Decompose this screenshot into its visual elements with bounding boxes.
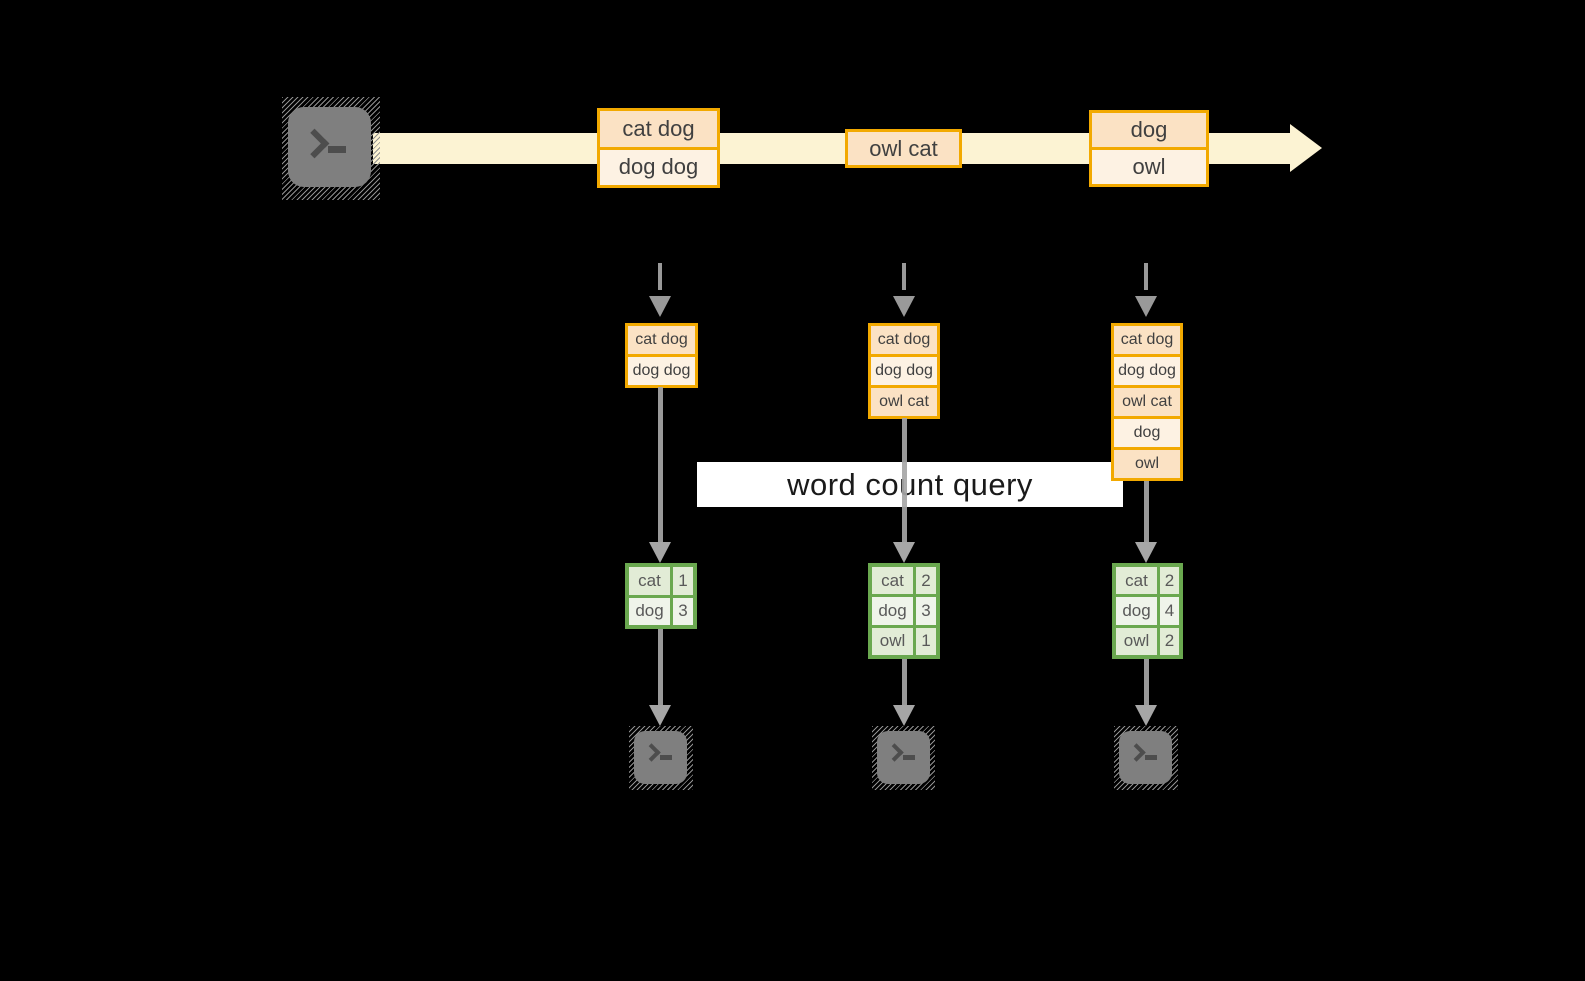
word-cell: owl — [872, 627, 913, 655]
terminal-screen — [634, 731, 687, 784]
table-row: cat 2 — [872, 567, 936, 595]
count-cell: 4 — [1160, 597, 1179, 625]
dashed-arrow-line — [1144, 263, 1148, 290]
dashed-arrow-line — [902, 263, 906, 290]
count-table-3: cat 2 dog 4 owl 2 — [1112, 563, 1183, 659]
event-line: owl cat — [848, 132, 959, 165]
stream-event-box-1: cat dog dog dog — [597, 108, 720, 188]
query-arrow-line — [658, 387, 663, 543]
buffer-line: cat dog — [1114, 326, 1180, 354]
count-cell: 1 — [916, 627, 936, 655]
buffer-line: dog dog — [628, 357, 695, 385]
query-arrow-line — [902, 418, 907, 543]
output-arrow-line — [1144, 659, 1149, 707]
event-line: dog dog — [600, 149, 717, 185]
count-cell: 3 — [673, 597, 693, 625]
count-table-1: cat 1 dog 3 — [625, 563, 697, 629]
buffer-line: owl cat — [1114, 388, 1180, 416]
sink-terminal-icon — [629, 726, 693, 790]
query-label: word count query — [787, 466, 1033, 502]
event-line: cat dog — [600, 111, 717, 147]
word-cell: cat — [872, 567, 913, 595]
word-cell: dog — [1116, 597, 1157, 625]
count-cell: 2 — [1160, 567, 1179, 595]
count-cell: 2 — [916, 567, 936, 595]
prompt-chevron-icon — [299, 128, 330, 159]
buffer-line: owl cat — [871, 388, 937, 416]
buffer-line: cat dog — [628, 326, 695, 354]
word-cell: dog — [629, 597, 670, 625]
stream-event-box-2: owl cat — [845, 129, 962, 168]
sink-terminal-icon — [872, 726, 935, 790]
query-arrowhead-icon — [649, 542, 671, 563]
count-cell: 2 — [1160, 627, 1179, 655]
terminal-screen — [877, 731, 930, 784]
output-arrow-line — [902, 659, 907, 707]
table-row: owl 2 — [1116, 627, 1179, 655]
count-table-2: cat 2 dog 3 owl 1 — [868, 563, 940, 659]
table-row: dog 3 — [629, 597, 693, 625]
word-cell: dog — [872, 597, 913, 625]
dashed-arrow-line — [658, 263, 662, 290]
dashed-arrowhead-icon — [1135, 296, 1157, 317]
buffer-line: dog — [1114, 419, 1180, 447]
word-cell: cat — [1116, 567, 1157, 595]
query-arrow-line — [1144, 481, 1149, 543]
buffer-stack-1: cat dog dog dog — [625, 323, 698, 388]
count-cell: 3 — [916, 597, 936, 625]
word-cell: owl — [1116, 627, 1157, 655]
table-row: owl 1 — [872, 627, 936, 655]
count-cell: 1 — [673, 567, 693, 595]
stream-arrowhead-icon — [1290, 124, 1322, 172]
output-arrow-line — [658, 629, 663, 707]
terminal-screen — [288, 107, 371, 187]
output-arrowhead-icon — [893, 705, 915, 726]
buffer-line: owl — [1114, 450, 1180, 478]
event-line: owl — [1092, 150, 1206, 184]
prompt-chevron-icon — [885, 743, 904, 762]
dashed-arrowhead-icon — [893, 296, 915, 317]
word-count-query-label-box: word count query — [697, 462, 1123, 507]
stream-event-box-3: dog owl — [1089, 110, 1209, 187]
prompt-underscore-icon — [903, 755, 915, 760]
query-arrowhead-icon — [1135, 542, 1157, 563]
source-terminal-icon — [282, 97, 380, 200]
prompt-underscore-icon — [1145, 755, 1157, 760]
table-row: dog 3 — [872, 597, 936, 625]
table-row: cat 2 — [1116, 567, 1179, 595]
buffer-stack-3: cat dog dog dog owl cat dog owl — [1111, 323, 1183, 481]
query-arrowhead-icon — [893, 542, 915, 563]
buffer-line: cat dog — [871, 326, 937, 354]
prompt-chevron-icon — [1127, 743, 1146, 762]
table-row: dog 4 — [1116, 597, 1179, 625]
sink-terminal-icon — [1114, 726, 1178, 790]
terminal-screen — [1119, 731, 1172, 784]
prompt-underscore-icon — [328, 146, 346, 153]
output-arrowhead-icon — [1135, 705, 1157, 726]
event-line: dog — [1092, 113, 1206, 147]
word-cell: cat — [629, 567, 670, 595]
buffer-line: dog dog — [1114, 357, 1180, 385]
buffer-line: dog dog — [871, 357, 937, 385]
table-row: cat 1 — [629, 567, 693, 595]
prompt-underscore-icon — [660, 755, 672, 760]
prompt-chevron-icon — [642, 743, 661, 762]
buffer-stack-2: cat dog dog dog owl cat — [868, 323, 940, 419]
output-arrowhead-icon — [649, 705, 671, 726]
dashed-arrowhead-icon — [649, 296, 671, 317]
